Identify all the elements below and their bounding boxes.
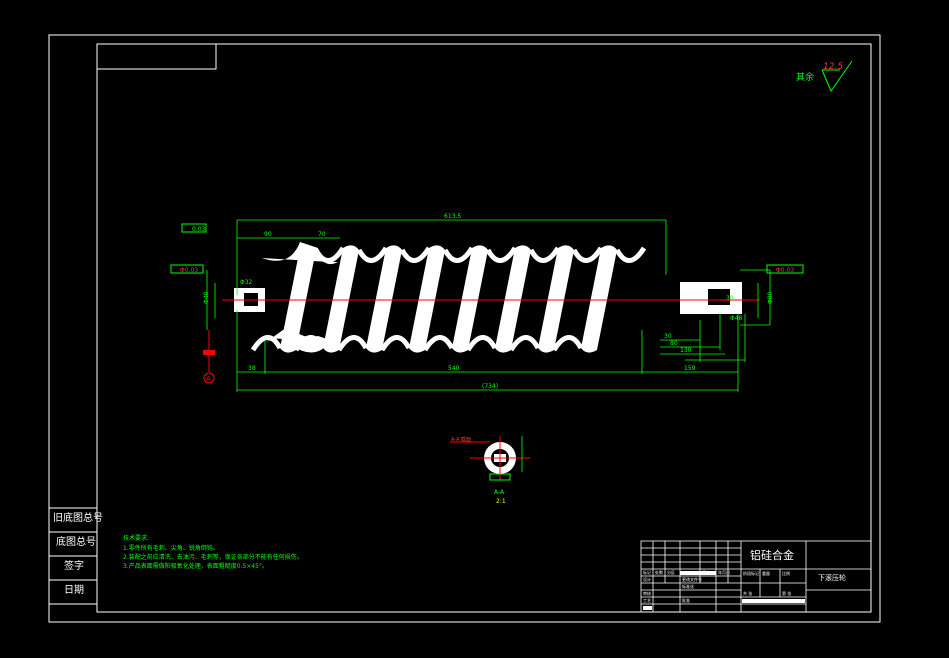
rib-arc-bottom-7 (508, 335, 541, 352)
part-name: 下滚压轮 (818, 573, 846, 582)
tb-cell-2: 分区 (667, 569, 675, 575)
rib-7 (538, 245, 574, 353)
left-label-3: 签字 (64, 559, 84, 572)
section-view: A-A 截面 A-A 2:1 (450, 436, 530, 505)
rib-6 (495, 245, 531, 353)
dimensions (206, 219, 771, 392)
roughness-symbol: 其余 12.5 (796, 60, 853, 93)
tol-right: Φ0.03 (776, 267, 794, 274)
dim-d2: Φ80 (767, 291, 774, 304)
tb-cell-10: 比例 (782, 570, 790, 576)
rib-arc-top-2 (356, 246, 389, 263)
dim-side-r: Φ48 (730, 315, 743, 322)
rib-arc-bottom-4 (379, 335, 412, 352)
rib-arc-bottom-6 (465, 335, 498, 352)
dim-r4: 30 (726, 295, 734, 302)
section-title: A-A (494, 489, 505, 496)
dim-seg1: 90 (264, 231, 272, 238)
title-block (640, 540, 872, 613)
tolerance-frames: 0.03 Φ0.03 Φ0.03 (170, 223, 804, 274)
technical-notes: 技术要求: 1.零件所有毛刺、尖角、锐角倒钝。 2.装配之前应清洗、去油污、毛刺… (123, 534, 303, 570)
rib-group (250, 245, 647, 353)
rib-arc-top-7 (571, 246, 604, 263)
notes-title: 技术要求: (123, 534, 149, 542)
rib-arc-bottom-2 (293, 335, 326, 352)
section-scale: 2:1 (496, 498, 506, 505)
rib-arc-top-6 (528, 246, 561, 263)
rib-5 (452, 245, 488, 353)
dim-d1: Φ40 (203, 291, 210, 304)
tb-cell-6: 设计 (643, 576, 651, 582)
rib-arc-bottom-5 (422, 335, 455, 352)
dim-total: (734) (482, 383, 498, 390)
tb-cell-0: 标记 (643, 569, 651, 575)
left-label-2: 底图总号 (56, 535, 96, 548)
rib-1 (280, 245, 316, 353)
dim-r2: 80 (670, 340, 678, 347)
tb-cell-4: 签名 (702, 569, 710, 575)
dim-body-len: 540 (448, 365, 460, 372)
dim-r1: 30 (664, 333, 672, 340)
tol-left-top: 0.03 (192, 226, 206, 233)
dim-r3: 130 (680, 347, 692, 354)
left-label-4: 日期 (64, 584, 84, 596)
rib-arc-top-1 (313, 246, 346, 263)
dim-right-end: 159 (684, 365, 696, 372)
dimension-texts: 613.5 90 70 38 540 159 (734) 30 80 130 3… (203, 213, 774, 390)
roughness-value: 12.5 (823, 62, 843, 72)
tb-cell-15: 第 张 (782, 590, 791, 596)
section-label: A-A 截面 (451, 436, 471, 443)
rib-4 (409, 245, 445, 353)
tb-cell-11: 审核 (643, 590, 651, 596)
notes-line-3: 3.产品表面需做阳极氧化处理，表面粗糙度0.5×45°。 (123, 562, 268, 570)
code-box (96, 43, 217, 70)
rib-2 (323, 245, 359, 353)
tb-cell-12: 工艺 (643, 598, 651, 603)
tb-cell-13: 批准 (682, 597, 690, 603)
rib-arc-bottom-1 (250, 335, 283, 352)
notes-line-1: 1.零件所有毛刺、尖角、锐角倒钝。 (123, 544, 219, 552)
rib-arc-bottom-8 (551, 335, 584, 352)
tb-cell-14: 共 张 (743, 590, 752, 596)
tb-cell-9: 重量 (762, 570, 770, 576)
tol-left-mid: Φ0.03 (180, 267, 198, 274)
tb-cell-8: 阶段标记 (743, 570, 759, 576)
dim-left-end: 38 (248, 365, 256, 372)
rib-arc-top-3 (399, 246, 432, 263)
rib-arc-top-5 (485, 246, 518, 263)
dim-body: 613.5 (444, 213, 461, 220)
title-block-cells: 标记 处数 分区 更改文件号 签名 年月日 设计 标准化 阶段标记 重量 比例 … (643, 569, 791, 603)
title-block-fills (643, 571, 805, 610)
tb-cell-3: 更改文件号 (682, 576, 702, 582)
rib-arc-top-8 (614, 246, 647, 263)
rib-8 (581, 245, 617, 353)
notes-line-2: 2.装配之前应清洗、去油污、毛刺等，保证各部分不能有任何损伤。 (123, 553, 303, 561)
rib-3 (366, 245, 402, 353)
left-label-column: 旧底图总号 底图总号 签字 日期 (49, 507, 103, 605)
datum-letter: A (206, 375, 211, 383)
tb-cell-1: 处数 (655, 569, 663, 575)
roughness-label: 其余 (796, 71, 814, 83)
right-shaft-end (680, 282, 742, 314)
tb-cell-5: 年月日 (718, 569, 730, 575)
inner-border (96, 43, 872, 613)
outer-border (48, 34, 881, 623)
rib-arc-top-4 (442, 246, 475, 263)
dim-seg2: 70 (318, 231, 326, 238)
datum-symbol: A (203, 330, 215, 384)
dim-side-l: Φ32 (240, 279, 253, 286)
material: 铝硅合金 (750, 548, 794, 562)
left-label-1: 旧底图总号 (53, 511, 103, 524)
tb-cell-7: 标准化 (682, 583, 694, 589)
rib-arc-bottom-3 (336, 335, 369, 352)
